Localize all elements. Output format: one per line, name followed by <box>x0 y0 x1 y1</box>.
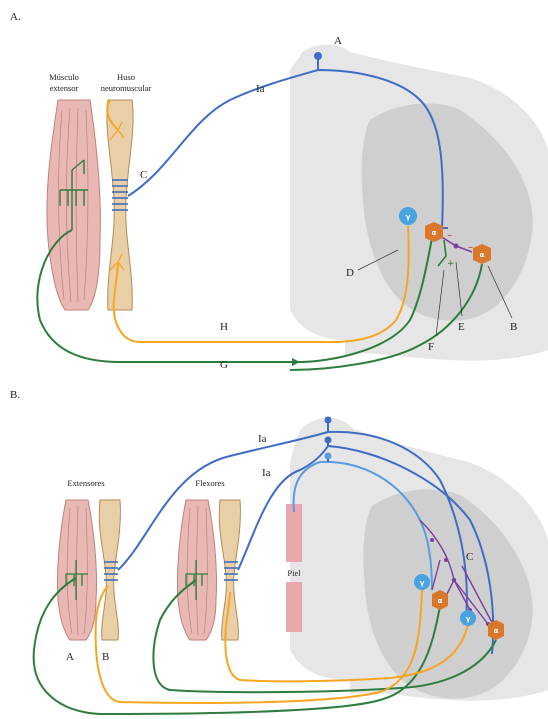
skin-label-b: Piel <box>287 568 301 578</box>
alpha-axon-g-arrow-a <box>292 358 300 366</box>
svg-text:γ: γ <box>406 213 411 221</box>
panel-a-title: A. <box>10 11 21 23</box>
letter-e-a: E <box>458 321 465 333</box>
excitatory-sign-a: + <box>447 259 455 269</box>
alpha-motor-neuron-b: α <box>473 244 491 264</box>
gamma-motor-neuron-flexor-b: γ <box>460 610 476 626</box>
extensor-spindle-b <box>99 500 120 640</box>
inhibitory-sign-a: – <box>447 230 452 241</box>
letter-g-a: G <box>220 359 228 371</box>
svg-text:α: α <box>438 597 443 605</box>
svg-text:α: α <box>480 251 485 259</box>
ganglion-1-b <box>325 417 332 424</box>
letter-a-a: A <box>334 35 342 47</box>
panel-b: B. <box>10 389 548 714</box>
dorsal-root-ganglion-a <box>314 52 322 60</box>
letter-f-a: F <box>428 341 434 353</box>
svg-text:γ: γ <box>420 579 425 587</box>
fiber-label-ia-mid-b: Ia <box>262 467 271 479</box>
alpha-motor-neuron-a: α <box>425 222 443 242</box>
fiber-label-ia-top-b: Ia <box>258 433 267 445</box>
svg-text:γ: γ <box>466 615 471 623</box>
gamma-motor-neuron-a: γ <box>399 207 417 225</box>
ganglion-2-b <box>325 437 332 444</box>
letter-b-a: B <box>510 321 517 333</box>
letter-d-a: D <box>346 267 354 279</box>
ganglion-3-b <box>325 453 332 460</box>
neuromuscular-spindle-a <box>107 100 133 310</box>
extensor-muscle-a <box>47 100 100 310</box>
flexor-spindle-b <box>219 500 240 640</box>
skin-lower-b <box>286 582 302 632</box>
alpha-motor-neuron-extensor-b: α <box>432 590 448 610</box>
inhibitory-sign-b: – <box>468 242 473 253</box>
gamma-motor-neuron-extensor-b: γ <box>414 574 430 590</box>
letter-c-b: C <box>466 551 473 563</box>
letter-c-a: C <box>140 169 147 181</box>
svg-text:α: α <box>432 229 437 237</box>
interneuron-body-a <box>454 244 459 249</box>
skin-upper-b <box>286 504 302 562</box>
flexors-label-b: Flexores <box>195 478 224 488</box>
svg-text:α: α <box>494 627 499 635</box>
alpha-motor-neuron-flexor-b: α <box>488 620 504 640</box>
panel-b-title: B. <box>10 389 20 401</box>
extensors-label-b: Extensores <box>67 478 104 488</box>
panel-a: A. <box>10 11 548 371</box>
letter-b-b: B <box>102 651 109 663</box>
letter-h-a: H <box>220 321 228 333</box>
letter-a-b: A <box>66 651 74 663</box>
fiber-label-ia-a: Ia <box>256 83 265 95</box>
